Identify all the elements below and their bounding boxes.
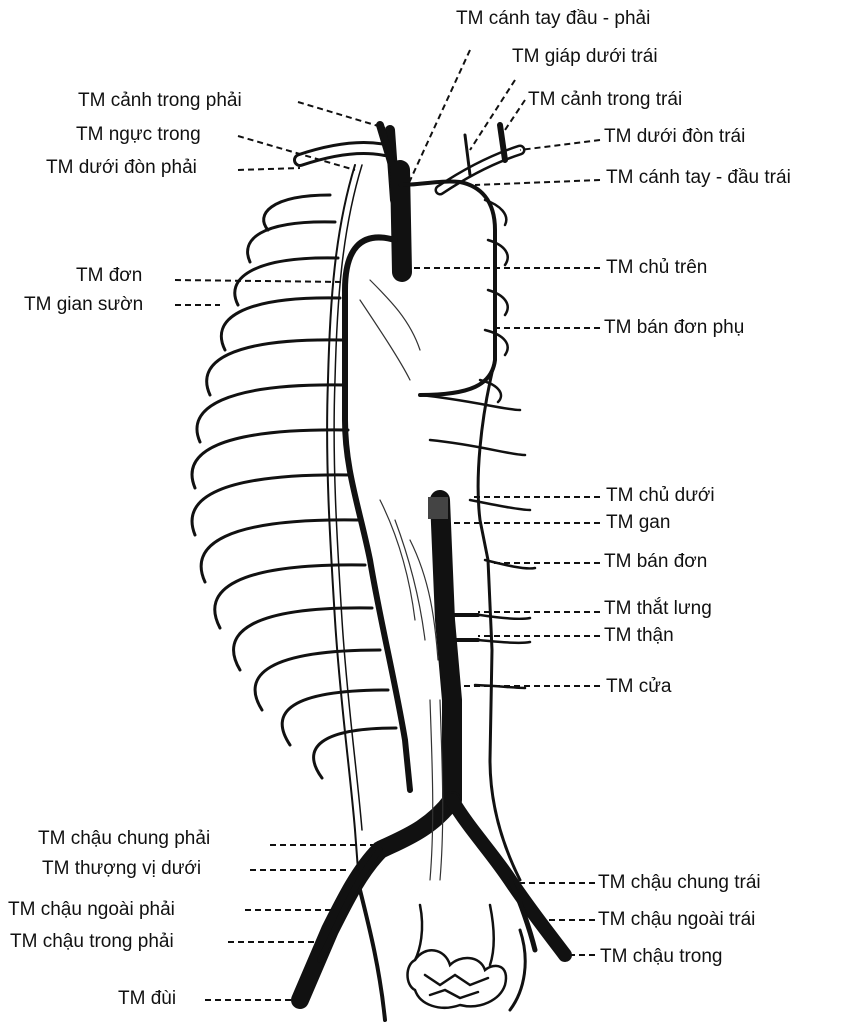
hemiazygos-vein — [478, 360, 520, 880]
label-superior-vena-cava: TM chủ trên — [606, 257, 707, 279]
label-hemiazygos: TM bán đơn — [604, 551, 707, 573]
label-lumbar: TM thắt lưng — [604, 598, 712, 620]
leader-lines — [175, 50, 600, 1000]
label-brachiocephalic-left: TM cánh tay - đầu trái — [606, 167, 791, 189]
label-internal-jugular-right: TM cảnh trong phải — [78, 90, 242, 112]
label-inferior-thyroid-left: TM giáp dưới trái — [512, 46, 658, 68]
hepatic-stub — [428, 497, 448, 519]
intercostal-veins — [192, 195, 396, 778]
label-internal-iliac: TM chậu trong — [600, 946, 723, 968]
label-renal: TM thận — [604, 625, 674, 647]
label-brachiocephalic-right: TM cánh tay đầu - phải — [456, 8, 650, 30]
label-internal-iliac-right: TM chậu trong phải — [10, 931, 174, 953]
label-subclavian-right: TM dưới đòn phải — [46, 157, 197, 179]
label-common-iliac-left: TM chậu chung trái — [598, 872, 761, 894]
label-subclavian-left: TM dưới đòn trái — [604, 126, 745, 148]
label-femoral: TM đùi — [118, 988, 176, 1010]
label-external-iliac-left: TM chậu ngoài trái — [598, 909, 755, 931]
label-internal-thoracic: TM ngực trong — [76, 124, 201, 146]
pelvic-plexus — [408, 905, 506, 1008]
label-hepatic: TM gan — [606, 512, 670, 534]
label-intercostal: TM gian sườn — [24, 294, 143, 316]
label-common-iliac-right: TM chậu chung phải — [38, 828, 210, 850]
label-azygos: TM đơn — [76, 265, 142, 287]
label-external-iliac-right: TM chậu ngoài phải — [8, 899, 175, 921]
internal-thoracic-vein — [327, 165, 358, 870]
label-inferior-vena-cava: TM chủ dưới — [606, 485, 715, 507]
label-accessory-hemiazygos: TM bán đơn phụ — [604, 317, 744, 339]
label-internal-jugular-left: TM cảnh trong trái — [528, 89, 682, 111]
label-portal: TM cửa — [606, 676, 672, 698]
label-inferior-epigastric: TM thượng vị dưới — [42, 858, 201, 880]
azygos-vein — [345, 237, 410, 790]
